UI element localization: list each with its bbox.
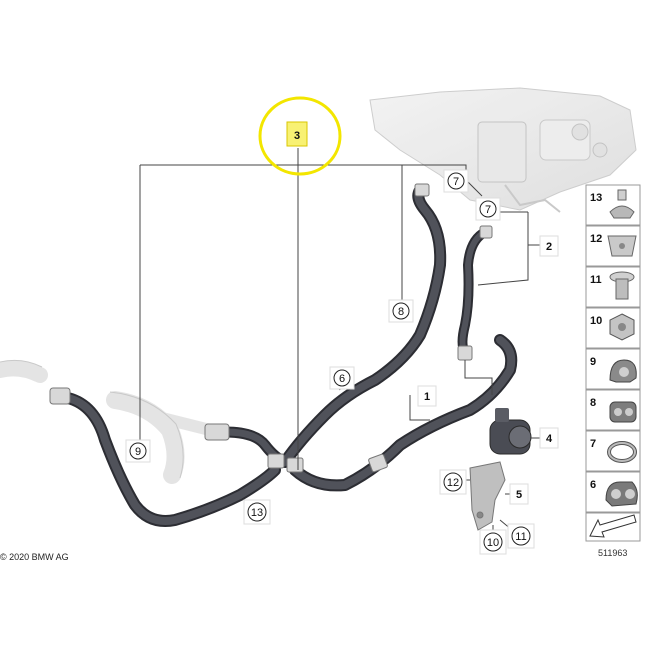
callout-10: 10 — [479, 529, 507, 555]
direction-arrow-icon — [589, 514, 637, 538]
expanding-rivet-icon — [609, 271, 635, 300]
svg-text:8: 8 — [398, 306, 404, 318]
pump-bracket — [469, 461, 506, 531]
svg-text:2: 2 — [546, 241, 552, 253]
hose-clip-icon — [609, 189, 635, 219]
callout-13: 13 — [243, 499, 271, 525]
svg-text:9: 9 — [590, 356, 596, 368]
twin-holder-icon — [605, 481, 638, 507]
svg-text:7: 7 — [485, 204, 491, 216]
copyright-text: © 2020 BMW AG — [0, 552, 69, 562]
svg-text:13: 13 — [590, 192, 602, 204]
hose-clamp-icon — [607, 441, 637, 463]
callout-3: 3 — [286, 121, 308, 147]
svg-text:11: 11 — [590, 274, 602, 286]
svg-text:12: 12 — [447, 477, 459, 489]
hex-nut-icon — [609, 313, 635, 341]
svg-text:5: 5 — [516, 489, 522, 501]
parts-legend: 13 12 11 10 9 — [585, 184, 641, 558]
svg-text:6: 6 — [590, 479, 596, 491]
svg-text:4: 4 — [546, 433, 553, 445]
coolant-hoses — [62, 184, 518, 527]
callout-6: 6 — [329, 366, 355, 390]
ghost-hoses-left — [0, 360, 216, 484]
svg-text:13: 13 — [251, 507, 263, 519]
callout-1: 1 — [417, 385, 437, 407]
svg-text:11: 11 — [515, 531, 526, 543]
hose-6 — [279, 184, 447, 468]
svg-text:6: 6 — [339, 373, 345, 385]
callout-8: 8 — [388, 299, 414, 323]
svg-text:3: 3 — [294, 130, 300, 142]
double-holder-icon — [609, 401, 637, 423]
coolant-pump — [489, 408, 532, 455]
ghost-hose-outline — [0, 359, 184, 479]
callout-4: 4 — [539, 427, 559, 449]
clip-nut-icon — [607, 235, 637, 257]
callout-2: 2 — [539, 235, 559, 257]
callout-9: 9 — [125, 439, 151, 463]
highlight-ring — [258, 96, 342, 176]
diagram-code: 511963 — [598, 548, 627, 558]
callout-12: 12 — [439, 469, 467, 495]
callout-5: 5 — [509, 483, 529, 505]
callout-7-second: 7 — [475, 197, 501, 221]
svg-text:10: 10 — [487, 537, 499, 549]
callout-7-top: 7 — [443, 169, 469, 193]
hose-holder-icon — [609, 359, 637, 383]
svg-text:10: 10 — [590, 315, 602, 327]
svg-text:1: 1 — [424, 391, 430, 403]
svg-text:7: 7 — [590, 438, 596, 450]
hose-connectors — [49, 183, 493, 473]
svg-text:9: 9 — [135, 446, 141, 458]
svg-text:7: 7 — [453, 176, 459, 188]
svg-text:8: 8 — [590, 397, 596, 409]
engine-block-ghost — [369, 87, 637, 213]
callout-11: 11 — [507, 523, 535, 549]
svg-text:12: 12 — [590, 233, 602, 245]
